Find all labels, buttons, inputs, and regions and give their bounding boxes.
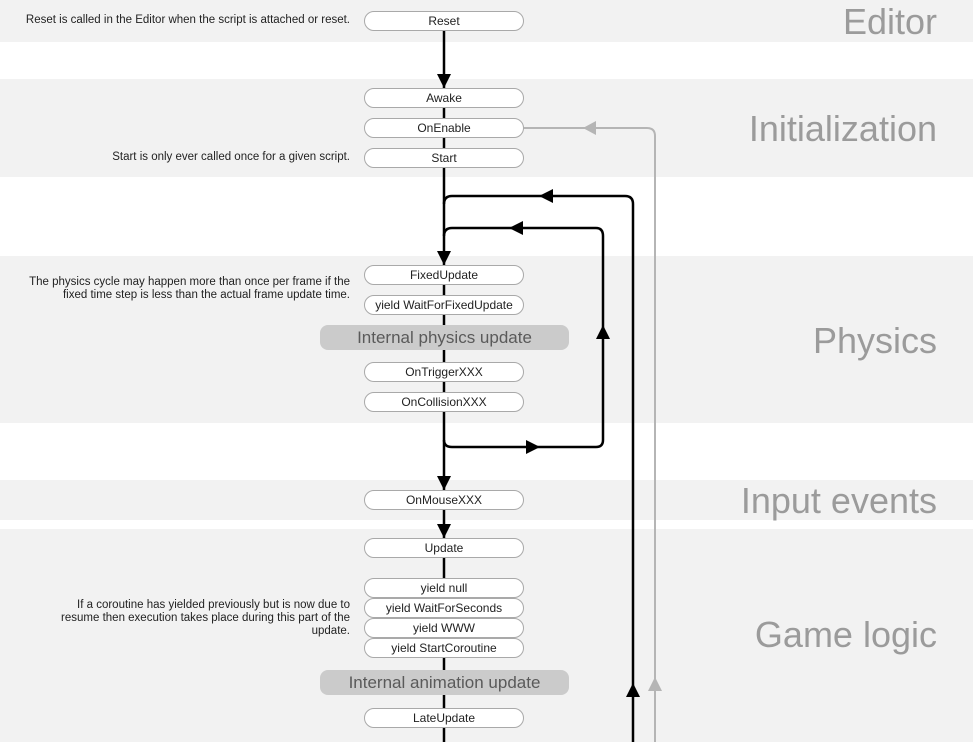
- node-yield-start-coroutine: yield StartCoroutine: [364, 638, 524, 658]
- node-awake: Awake: [364, 88, 524, 108]
- physics-loop-arrow-up: [596, 325, 610, 339]
- reenable-loop-line: [524, 127, 656, 742]
- physics-loop-arrow-right: [526, 440, 540, 454]
- note-start: Start is only ever called once for a giv…: [112, 151, 350, 163]
- frame-loop-arrow-up: [626, 683, 640, 697]
- reenable-arrow-left: [583, 121, 596, 135]
- section-title-editor: Editor: [842, 1, 937, 42]
- internal-physics-update: Internal physics update: [320, 325, 569, 350]
- node-start: Start: [364, 148, 524, 168]
- node-yield-null: yield null: [364, 578, 524, 598]
- internal-animation-update: Internal animation update: [320, 670, 569, 695]
- section-title-initialization: Initialization: [748, 108, 937, 149]
- section-title-input-events: Input events: [740, 480, 937, 521]
- arrow-to-update: [437, 524, 451, 538]
- node-yield-www: yield WWW: [364, 618, 524, 638]
- note-physics: The physics cycle may happen more than o…: [29, 276, 350, 301]
- node-reset: Reset: [364, 11, 524, 31]
- section-title-physics: Physics: [812, 320, 937, 361]
- note-coroutine: If a coroutine has yielded previously bu…: [61, 599, 350, 637]
- physics-loop-arrow-left: [509, 221, 523, 235]
- reenable-arrow-up: [648, 677, 662, 691]
- arrow-to-on-mouse: [437, 476, 451, 490]
- node-on-trigger: OnTriggerXXX: [364, 362, 524, 382]
- node-yield-wait-for-fixed-update: yield WaitForFixedUpdate: [364, 295, 524, 315]
- node-update: Update: [364, 538, 524, 558]
- node-on-mouse: OnMouseXXX: [364, 490, 524, 510]
- node-fixed-update: FixedUpdate: [364, 265, 524, 285]
- frame-loop-line: [442, 194, 635, 742]
- node-yield-wait-for-seconds: yield WaitForSeconds: [364, 598, 524, 618]
- frame-loop-arrow-left: [539, 189, 553, 203]
- arrow-to-awake: [437, 74, 451, 88]
- node-on-collision: OnCollisionXXX: [364, 392, 524, 412]
- section-title-game-logic: Game logic: [754, 614, 937, 655]
- arrow-to-fixed-update: [437, 251, 451, 265]
- note-reset: Reset is called in the Editor when the s…: [25, 14, 350, 26]
- node-late-update: LateUpdate: [364, 708, 524, 728]
- node-on-enable: OnEnable: [364, 118, 524, 138]
